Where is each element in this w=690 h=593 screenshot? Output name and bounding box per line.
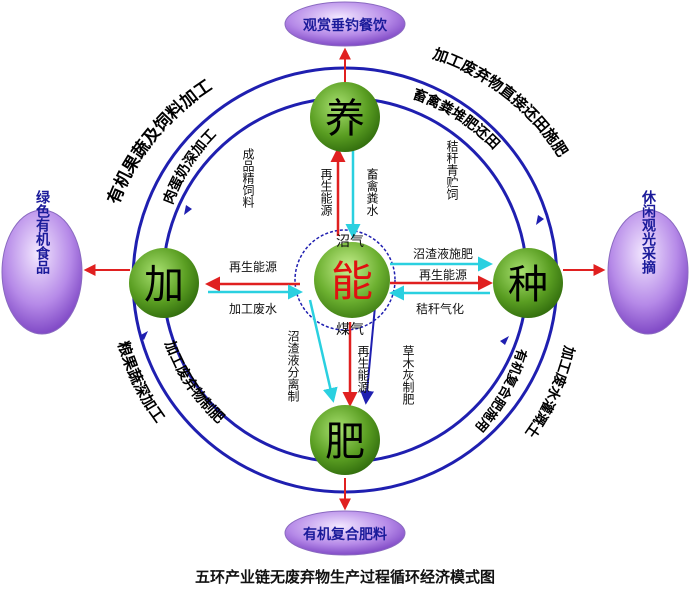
label-right-top: 沼渣液施肥	[413, 246, 473, 261]
node-center-label: 能	[331, 257, 373, 306]
oval-left-label: 绿色有机食品	[34, 189, 50, 275]
oval-left	[1, 209, 83, 335]
ring-text-tl-inner: 肉蛋奶深加工	[160, 126, 220, 206]
label-bottom-left: 沼渣液分离制	[286, 330, 300, 402]
ring-arrow	[139, 331, 148, 340]
ring-arrow	[536, 215, 544, 225]
oval-right-label: 休闲观光采摘	[640, 189, 657, 275]
oval-bottom-label: 有机复合肥料	[303, 526, 387, 543]
node-center	[314, 242, 390, 318]
node-top-label: 养	[325, 96, 365, 142]
label-right-mid: 再生能源	[419, 268, 467, 282]
label-top-left: 再生能源	[319, 168, 333, 217]
label-left-bot: 加工废水	[229, 301, 277, 316]
diagram-caption: 五环产业链无废弃物生产过程循环经济模式图	[194, 568, 495, 586]
node-right	[493, 248, 563, 318]
arrow-to-bottom-blue	[360, 295, 377, 405]
oval-bottom	[284, 510, 406, 556]
label-right-bot: 秸秆气化	[416, 301, 464, 316]
label-left-top: 再生能源	[229, 260, 277, 274]
node-right-label: 种	[508, 262, 548, 308]
node-bottom-label: 肥	[325, 419, 365, 465]
label-bottom-mid: 再生能源	[356, 345, 370, 394]
label-inner-tl: 成品精饲料	[241, 148, 255, 208]
node-top	[310, 82, 380, 152]
center-ring	[294, 229, 396, 331]
node-bottom	[310, 405, 380, 475]
ring-text-bl-inner: 加工废弃物制肥	[161, 338, 227, 427]
label-inner-tr: 秸秆青贮饲	[445, 140, 459, 200]
label-biogas: 沼气	[336, 234, 364, 250]
node-left-label: 加	[144, 262, 184, 308]
oval-right	[607, 209, 689, 335]
label-bottom-right: 草木灰制肥	[401, 345, 415, 405]
arrow-bottom-to-center-cyan	[308, 299, 338, 403]
ring-text-br-inner: 有机复合肥施用	[472, 347, 530, 435]
label-gas: 煤气	[336, 322, 364, 338]
ring-text-br-outer: 加工废水灌溉土	[522, 343, 577, 441]
oval-top-label: 观赏垂钓餐饮	[303, 17, 388, 34]
label-top-right: 畜禽粪水	[365, 167, 379, 216]
ring-arrow	[500, 336, 509, 345]
oval-top	[284, 1, 406, 47]
node-left	[129, 248, 199, 318]
ring-arrow	[184, 205, 192, 215]
